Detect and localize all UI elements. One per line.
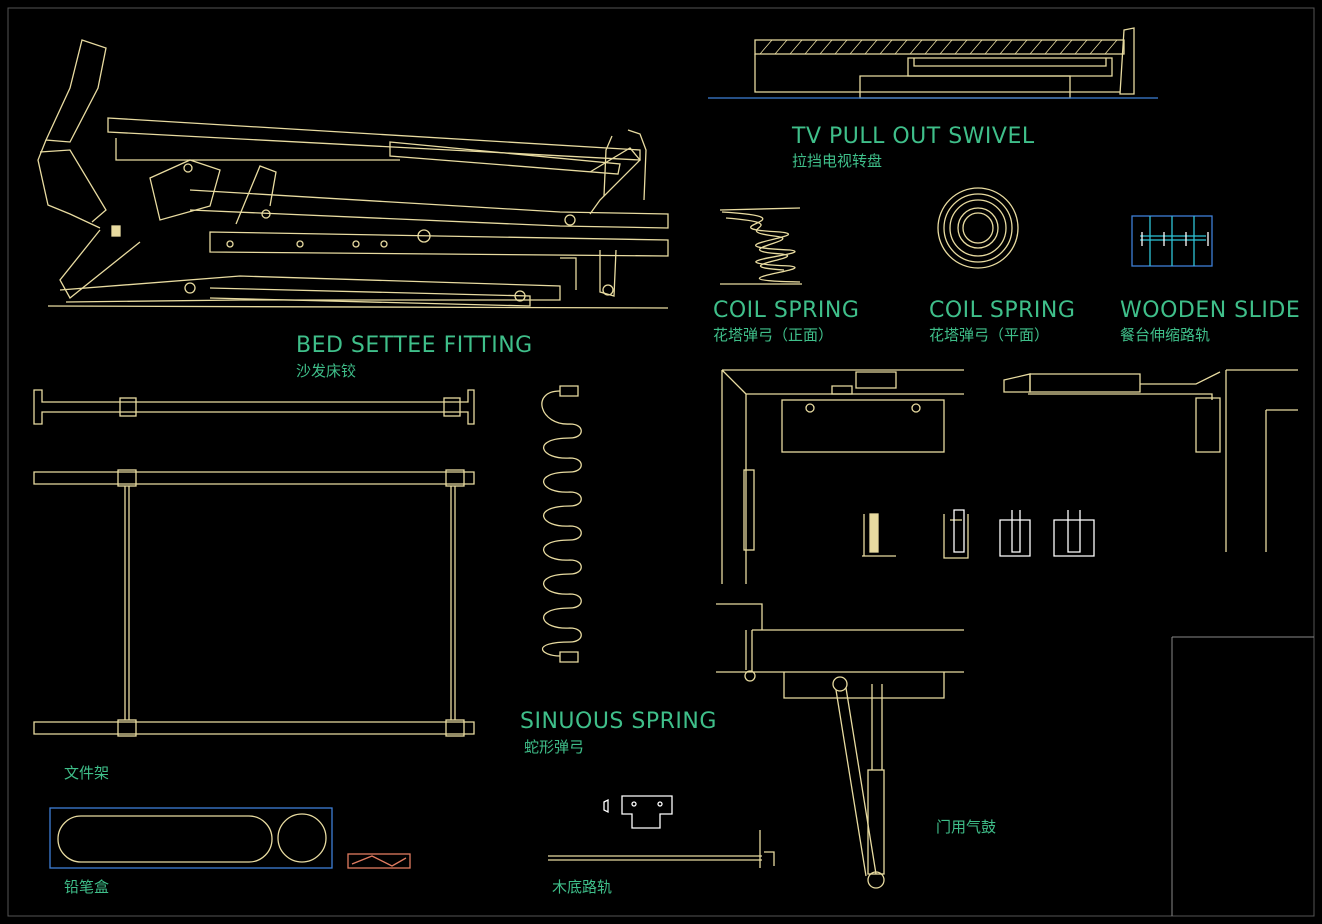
bed-settee-fitting-drawing <box>37 39 669 309</box>
coil-spring-plan-drawing <box>937 187 1019 269</box>
file-rack-drawing <box>33 389 475 737</box>
wooden-slide-label-en: WOODEN SLIDE <box>1120 298 1300 323</box>
wooden-slide-drawing <box>1131 215 1213 267</box>
bed-settee-label-cn: 沙发床铰 <box>296 362 356 380</box>
pencil-box-drawing <box>49 807 411 869</box>
gas-strut-label: 门用气鼓 <box>936 818 996 836</box>
sinuous-spring-drawing <box>541 385 582 663</box>
cabinet-door-section-drawing <box>716 369 1298 889</box>
wood-rail-drawing <box>548 795 775 868</box>
tv-swivel-label-en: TV PULL OUT SWIVEL <box>791 124 1035 149</box>
coil-spring-plan-label-cn: 花塔弹弓（平面） <box>929 326 1049 344</box>
wood-rail-label: 木底路轨 <box>552 878 612 896</box>
drawing-frame <box>7 7 1315 917</box>
coil-spring-front-drawing <box>719 207 802 285</box>
tv-pull-out-swivel-drawing <box>708 27 1158 99</box>
wooden-slide-label-cn: 餐台伸缩路轨 <box>1120 326 1210 344</box>
bed-settee-label-en: BED SETTEE FITTING <box>296 333 533 358</box>
pencil-box-label: 铅笔盒 <box>64 878 109 896</box>
coil-spring-front-label-cn: 花塔弹弓（正面） <box>713 326 833 344</box>
coil-spring-plan-label-en: COIL SPRING <box>929 298 1075 323</box>
tv-swivel-label-cn: 拉挡电视转盘 <box>792 152 882 170</box>
sinuous-spring-label-cn: 蛇形弹弓 <box>524 738 584 756</box>
sinuous-spring-label-en: SINUOUS SPRING <box>520 709 717 734</box>
coil-spring-front-label-en: COIL SPRING <box>713 298 859 323</box>
file-rack-label: 文件架 <box>64 764 109 782</box>
